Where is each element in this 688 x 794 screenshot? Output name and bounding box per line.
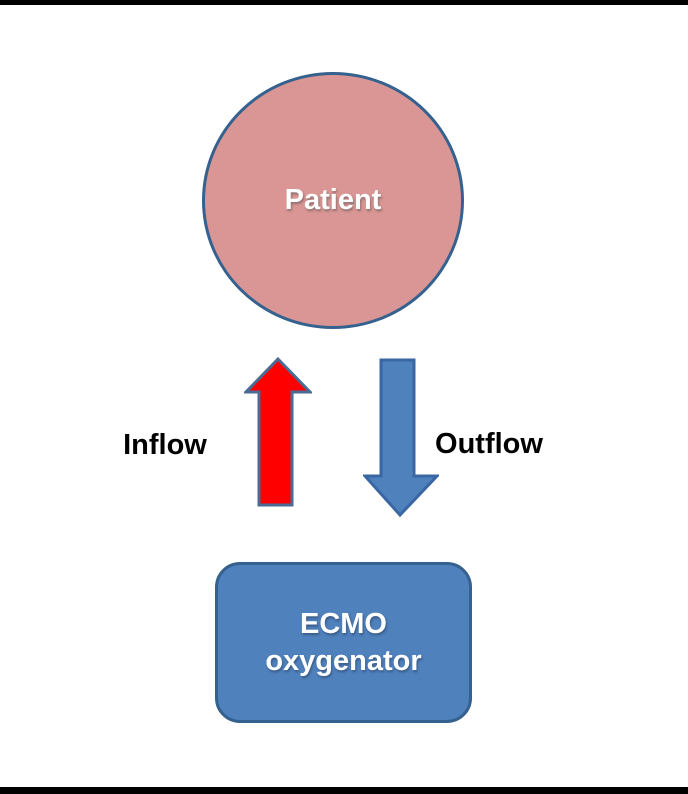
patient-node-label: Patient	[284, 184, 382, 216]
ecmo-node-label-line1: ECMO	[299, 607, 387, 640]
inflow-up-arrow-icon	[244, 357, 312, 507]
bottom-border-bar	[0, 787, 688, 794]
outflow-label: Outflow	[435, 428, 543, 460]
top-border-bar	[0, 0, 688, 5]
inflow-label: Inflow	[123, 429, 207, 461]
ecmo-node-label-line2: oxygenator	[265, 644, 422, 677]
outflow-down-arrow-icon	[363, 358, 439, 518]
inflow-arrow-shape	[244, 357, 312, 507]
ecmo-oxygenator-node: ECMO oxygenator	[215, 562, 472, 723]
ecmo-node-label: ECMO oxygenator	[265, 606, 421, 680]
outflow-arrow-shape	[363, 358, 439, 518]
patient-node: Patient	[202, 72, 464, 329]
